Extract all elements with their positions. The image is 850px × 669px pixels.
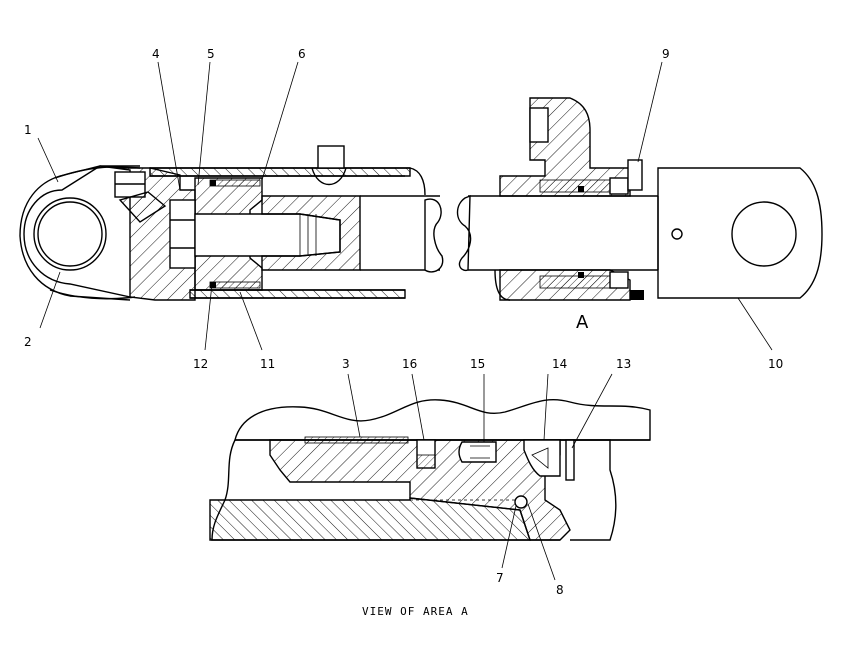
callout-8: 8 [556, 583, 564, 597]
rod-eye [657, 167, 823, 299]
barrel [149, 145, 426, 299]
callout-5: 5 [207, 47, 215, 61]
callout-3: 3 [342, 357, 350, 371]
callout-16: 16 [402, 357, 417, 371]
leader-lines-detail [347, 373, 613, 581]
callout-6: 6 [298, 47, 306, 61]
callout-11: 11 [260, 357, 275, 371]
callout-10: 10 [768, 357, 783, 371]
callout-13: 13 [616, 357, 631, 371]
detail-view-area-a [209, 373, 651, 581]
rod-left [360, 195, 444, 273]
callout-2: 2 [24, 335, 32, 349]
rod-right [456, 194, 660, 272]
callout-14: 14 [552, 357, 567, 371]
leader-lines-upper [37, 61, 773, 351]
detail-caption: VIEW OF AREA A [362, 605, 469, 618]
callout-1: 1 [24, 123, 32, 137]
callout-labels: 1 2 4 5 6 9 12 11 10 A 3 16 15 14 13 7 8… [24, 47, 783, 618]
callout-9: 9 [662, 47, 670, 61]
area-a-marker: A [576, 312, 589, 333]
gland [494, 97, 644, 301]
callout-15: 15 [470, 357, 485, 371]
callout-12: 12 [193, 357, 208, 371]
callout-4: 4 [152, 47, 160, 61]
head-end-eye [19, 165, 196, 301]
cylinder-assembly [19, 61, 823, 351]
piston-group [169, 177, 361, 291]
callout-7: 7 [496, 571, 504, 585]
